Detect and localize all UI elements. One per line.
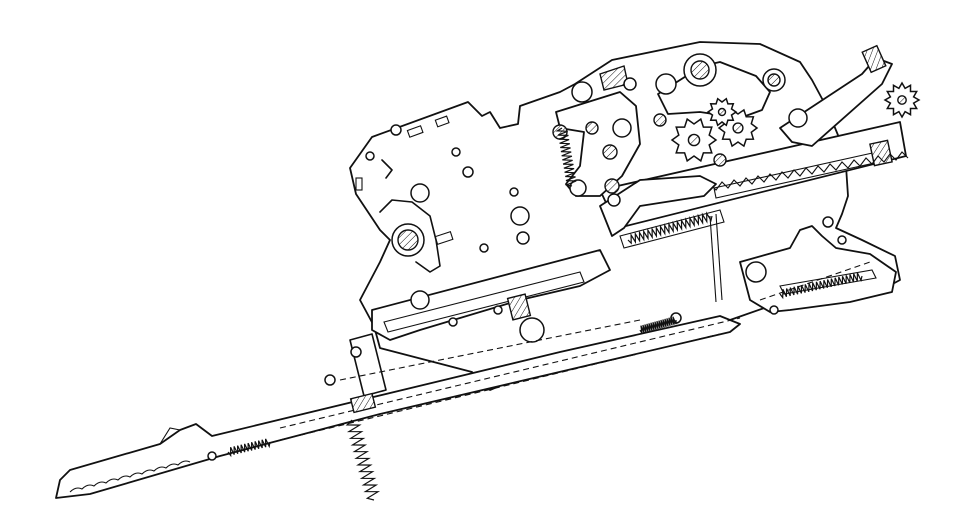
gear-train xyxy=(653,81,921,167)
right-upper-arm xyxy=(779,57,893,147)
gear-3 xyxy=(706,97,738,127)
vertical-spring-left xyxy=(555,127,577,187)
long-slide-bar xyxy=(55,315,741,499)
pawl-linkage xyxy=(599,175,717,237)
sprocket-gear xyxy=(883,81,921,119)
left-shaft-boss xyxy=(379,199,441,273)
central-lever-block xyxy=(506,293,532,321)
vertical-spring-bottom xyxy=(345,419,381,501)
spring-slide-front xyxy=(227,438,271,458)
slide-bar-hook xyxy=(159,427,181,445)
central-lever-slot xyxy=(383,271,585,333)
gear-1 xyxy=(670,117,718,163)
spring-right-lower xyxy=(779,272,863,300)
slide-bar-serration xyxy=(69,460,191,493)
right-arm-block xyxy=(861,44,887,74)
spring-mid-upper xyxy=(627,211,713,245)
g3-hub xyxy=(717,107,727,117)
slide-bar-hidden-edge-2 xyxy=(279,317,741,429)
g2-hub xyxy=(732,122,744,134)
spring-slide-mid xyxy=(639,316,677,334)
slide-bar-hidden-edge-1 xyxy=(279,333,721,441)
spring-group xyxy=(227,127,863,501)
base-plate-slots xyxy=(355,115,530,253)
front-link-post xyxy=(207,312,682,461)
g4-hub xyxy=(897,95,907,105)
central-roller xyxy=(519,317,545,343)
central-lever-pin xyxy=(410,290,430,310)
hinge-link-group xyxy=(552,65,641,197)
right-bracket-hole xyxy=(745,261,767,283)
slide-bar-hidden-edge-3 xyxy=(339,319,641,381)
g1-hub xyxy=(687,133,701,147)
